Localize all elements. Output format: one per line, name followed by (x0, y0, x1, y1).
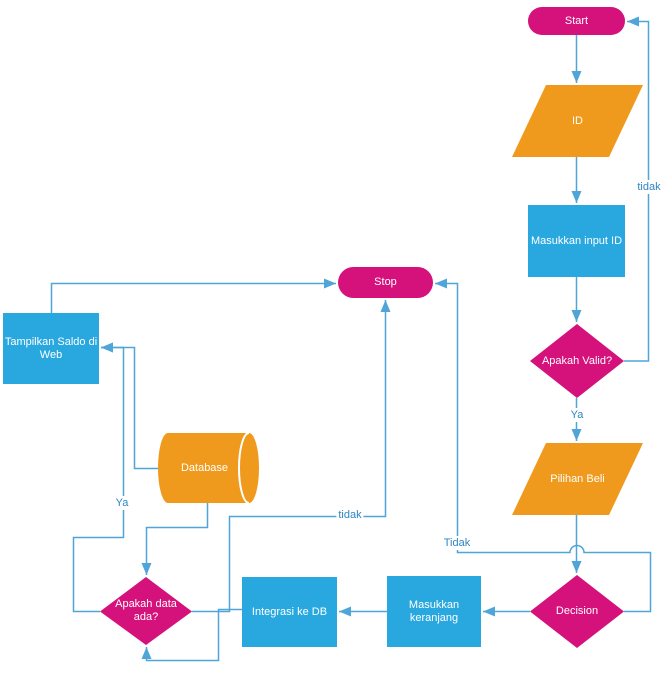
node-apakah-data-ada[interactable] (100, 577, 192, 645)
node-masukkan-input-id[interactable] (528, 205, 625, 277)
connector-database-to-tampilkan[interactable] (101, 342, 160, 470)
connector-dataada-tidak-to-stop[interactable] (192, 300, 391, 613)
database-cap-arc (238, 432, 250, 504)
node-start[interactable] (528, 7, 625, 35)
connector-dataada-ya-to-tampilkan[interactable] (72, 342, 125, 613)
node-apakah-valid[interactable] (530, 324, 624, 398)
node-stop[interactable] (338, 267, 433, 298)
connector-valid-tidak-to-start[interactable] (624, 16, 650, 362)
connector-integrasi-to-dataada[interactable] (141, 608, 243, 662)
node-integrasi-ke-db[interactable] (242, 577, 337, 647)
node-id[interactable] (512, 85, 643, 157)
node-masukkan-keranjang[interactable] (387, 576, 481, 647)
node-database[interactable] (158, 433, 259, 503)
connector-tampilkan-to-stop[interactable] (50, 278, 337, 314)
node-pilihan-beli[interactable] (512, 443, 643, 515)
node-decision[interactable] (530, 575, 624, 648)
node-tampilkan-saldo[interactable] (3, 313, 99, 384)
connector-database-to-dataada[interactable] (141, 503, 209, 575)
connector-decision-tidak-to-stop[interactable] (435, 278, 652, 613)
